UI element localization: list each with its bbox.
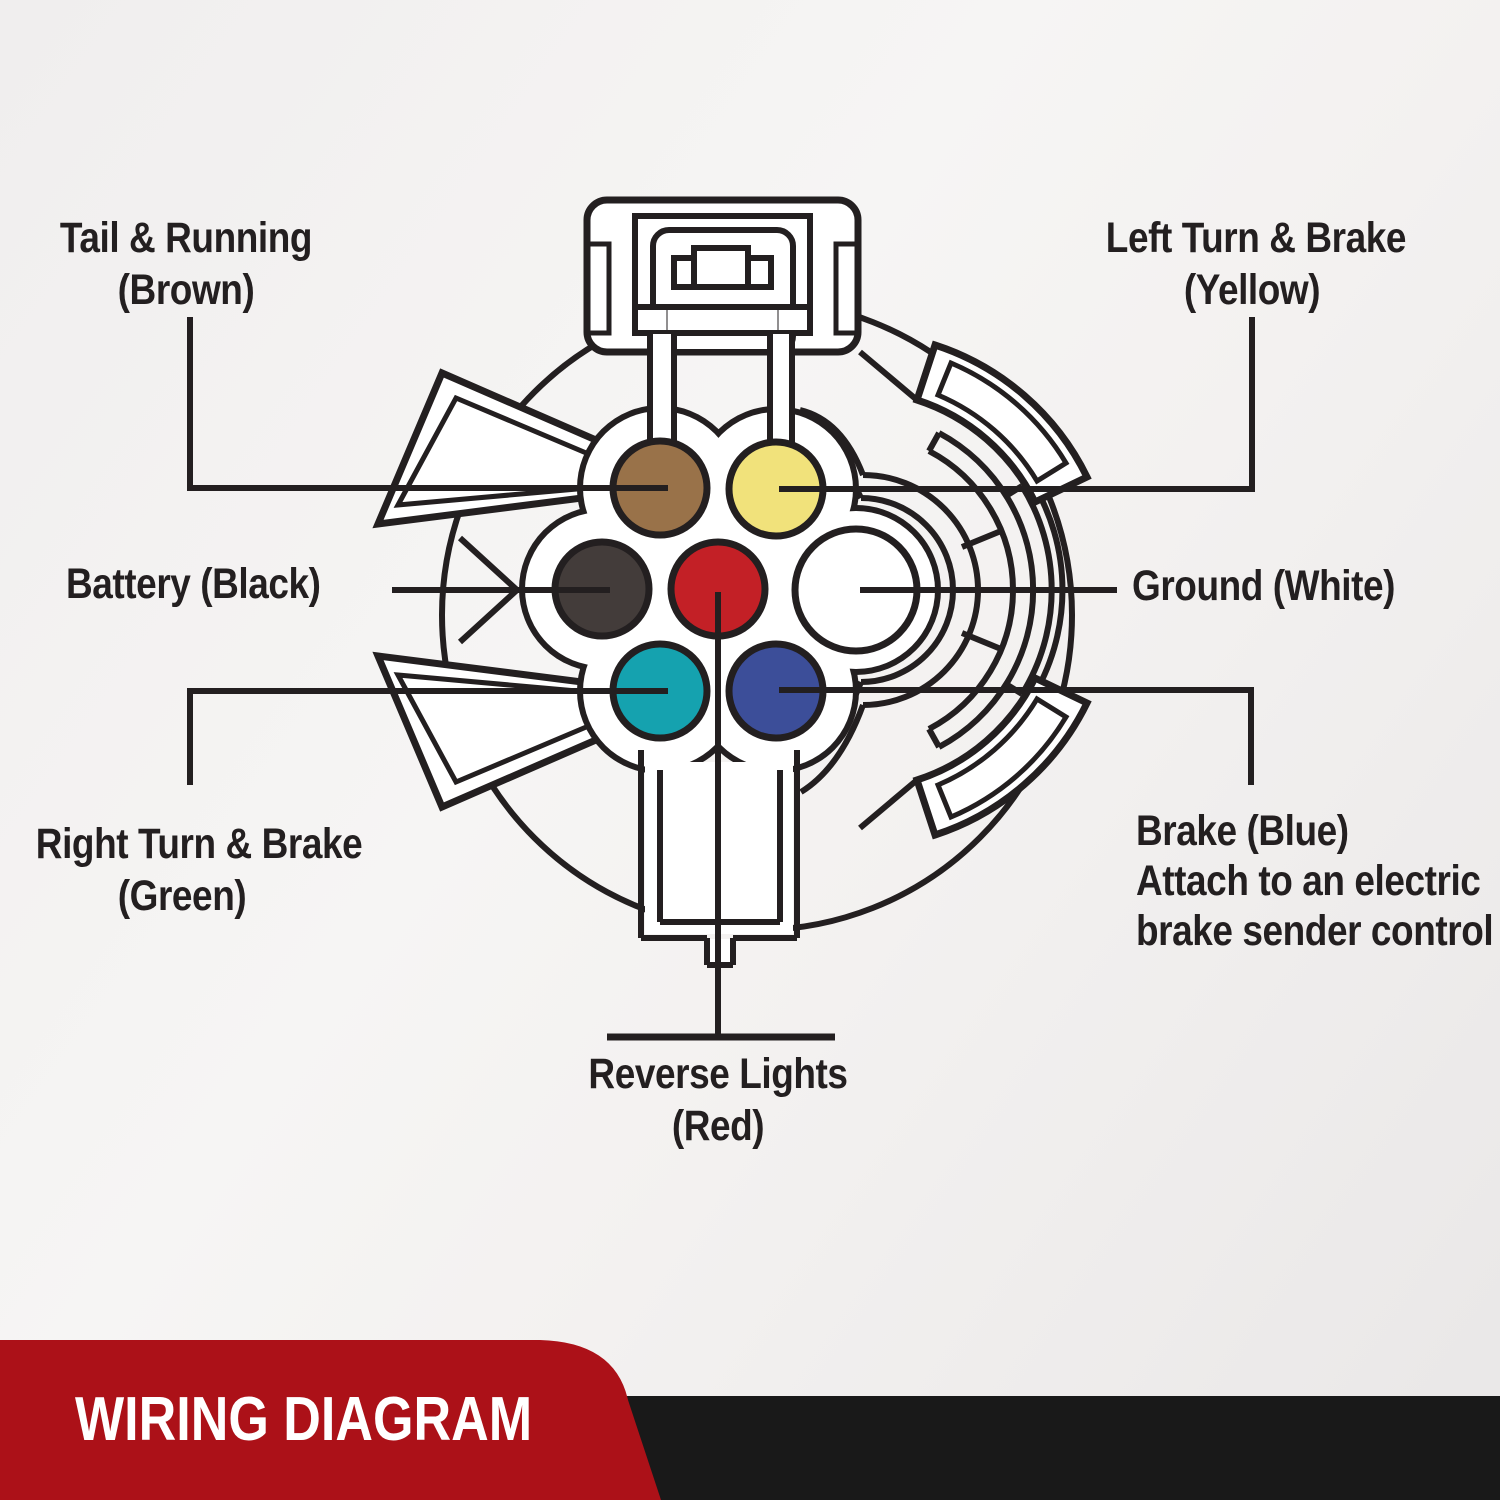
label-brake-blue: Brake (Blue) Attach to an electric brake… <box>1136 806 1494 956</box>
label-ground-line1: Ground (White) <box>1132 562 1396 610</box>
lower-right-wing <box>912 673 1092 840</box>
label-brake-line2: Attach to an electric <box>1136 857 1481 905</box>
label-brake-line1: Brake (Blue) <box>1136 807 1349 855</box>
label-tail-running: Tail & Running (Brown) <box>40 212 332 316</box>
label-left-turn-line1: Left Turn & Brake <box>1105 214 1407 262</box>
leader-left-turn <box>779 317 1255 492</box>
lower-left-wing <box>372 651 617 812</box>
label-right-turn-brake: Right Turn & Brake (Green) <box>35 818 363 922</box>
label-right-turn-line2: (Green) <box>117 872 247 920</box>
banner-red-shape <box>0 1340 661 1500</box>
leader-tail <box>187 317 668 491</box>
label-ground: Ground (White) <box>1132 560 1395 612</box>
label-reverse-line1: Reverse Lights <box>588 1050 848 1098</box>
label-brake-line3: brake sender control <box>1136 907 1494 955</box>
leader-brake <box>779 687 1254 785</box>
label-battery-line1: Battery (Black) <box>66 560 321 608</box>
top-latch <box>583 196 862 356</box>
label-battery: Battery (Black) <box>66 558 321 610</box>
banner-title: WIRING DIAGRAM <box>75 1385 533 1454</box>
label-left-turn-brake: Left Turn & Brake (Yellow) <box>1105 212 1407 316</box>
leader-right-turn <box>187 688 668 785</box>
label-tail-running-line1: Tail & Running <box>59 214 313 262</box>
label-right-turn-line1: Right Turn & Brake <box>35 820 363 868</box>
upper-right-wing <box>912 340 1092 507</box>
label-reverse-line2: (Red) <box>671 1102 765 1150</box>
banner-red-path <box>0 1340 661 1500</box>
label-left-turn-line2: (Yellow) <box>1183 266 1321 314</box>
leader-lines <box>187 317 1255 1041</box>
upper-left-wing <box>372 368 617 529</box>
label-reverse-lights: Reverse Lights (Red) <box>572 1048 864 1152</box>
label-tail-running-line2: (Brown) <box>117 266 255 314</box>
